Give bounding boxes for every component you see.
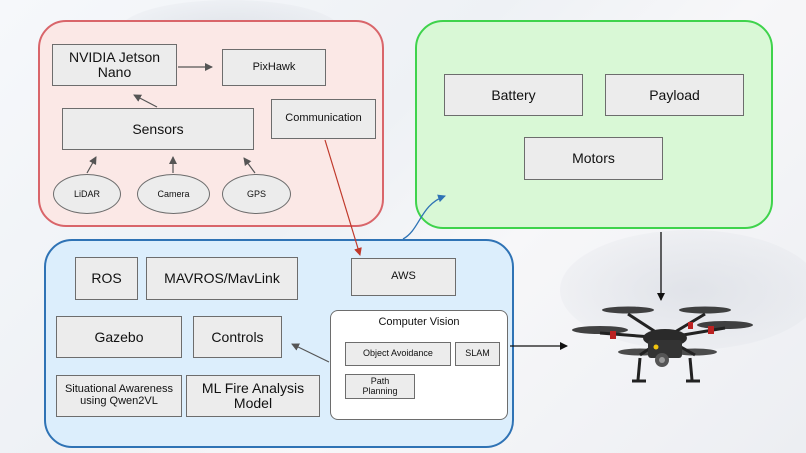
pixhawk-box: PixHawk: [222, 49, 326, 86]
motors-box: Motors: [524, 137, 663, 180]
mavros-box: MAVROS/MavLink: [146, 257, 298, 300]
lidar-ellipse: LiDAR: [53, 174, 121, 214]
ros-box: ROS: [75, 257, 138, 300]
gps-ellipse: GPS: [222, 174, 291, 214]
power-payload-group: [415, 20, 773, 229]
slam-box: SLAM: [455, 342, 500, 366]
camera-ellipse: Camera: [137, 174, 210, 214]
jetson-nano-box: NVIDIA Jetson Nano: [52, 44, 177, 86]
computer-vision-title: Computer Vision: [378, 316, 460, 328]
sensors-box: Sensors: [62, 108, 254, 150]
object-avoidance-box: Object Avoidance: [345, 342, 451, 366]
situational-awareness-box: Situational Awareness using Qwen2VL: [56, 375, 182, 417]
path-planning-box: Path Planning: [345, 374, 415, 399]
communication-box: Communication: [271, 99, 376, 139]
controls-box: Controls: [193, 316, 282, 358]
gazebo-box: Gazebo: [56, 316, 182, 358]
payload-box: Payload: [605, 74, 744, 116]
aws-box: AWS: [351, 258, 456, 296]
ml-fire-analysis-box: ML Fire Analysis Model: [186, 375, 320, 417]
battery-box: Battery: [444, 74, 583, 116]
background-plane-shape: [560, 230, 806, 350]
